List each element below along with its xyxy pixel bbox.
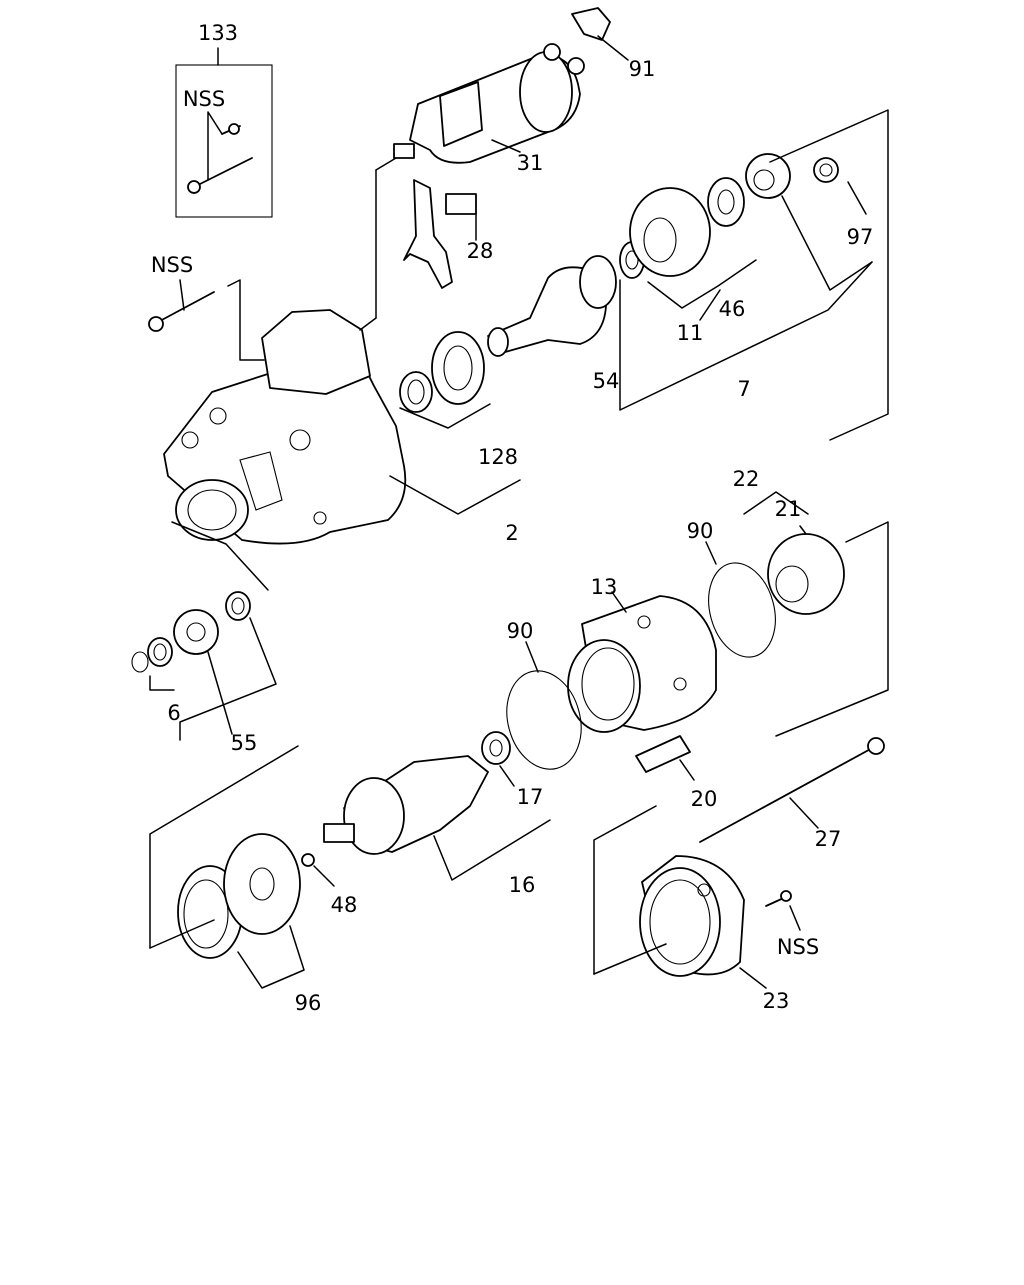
terminal-bolt-icon <box>635 735 691 773</box>
callout-54: 54 <box>593 369 620 393</box>
clutch-housing <box>629 177 745 277</box>
callout-96: 96 <box>295 991 322 1015</box>
callout-22: 22 <box>733 467 760 491</box>
o-ring-front <box>708 562 776 658</box>
callout-55: 55 <box>231 731 258 755</box>
pinion-bushing-icon <box>225 591 251 621</box>
end-frame <box>639 855 745 977</box>
callout-128: 128 <box>478 445 518 469</box>
callout-133: 133 <box>198 21 238 45</box>
callout-nss-bolt-set: NSS <box>183 87 225 111</box>
shift-lever <box>403 179 477 289</box>
rear-plate <box>223 833 301 935</box>
callout-6: 6 <box>167 701 180 725</box>
end-frame-screw-icon <box>765 890 792 907</box>
callout-21: 21 <box>775 497 802 521</box>
callout-97: 97 <box>847 225 874 249</box>
callout-23: 23 <box>763 989 790 1013</box>
callout-16: 16 <box>509 873 536 897</box>
solenoid <box>393 43 585 164</box>
callout-2: 2 <box>505 521 518 545</box>
stop-collar-icon <box>147 637 173 667</box>
callout-27: 27 <box>815 827 842 851</box>
field-yoke <box>567 595 717 733</box>
callout-91: 91 <box>629 57 656 81</box>
callout-48: 48 <box>331 893 358 917</box>
callout-13: 13 <box>591 575 618 599</box>
clutch-plate <box>745 153 791 199</box>
armature <box>323 755 489 855</box>
through-bolt-icon <box>699 737 885 843</box>
callout-nss-end-frame-screw: NSS <box>777 935 819 959</box>
short-bolt-icon <box>221 123 241 135</box>
callout-90-front: 90 <box>687 519 714 543</box>
bolt-set-box <box>175 64 273 218</box>
o-ring-rear <box>506 670 582 770</box>
housing-bearing-set <box>399 331 485 413</box>
callout-28: 28 <box>467 239 494 263</box>
pinion-gear-icon <box>813 157 839 183</box>
callout-nss-housing-bolt: NSS <box>151 253 193 277</box>
armature-bearing <box>481 731 511 765</box>
callout-20: 20 <box>691 787 718 811</box>
callout-11: 11 <box>677 321 704 345</box>
callout-17: 17 <box>517 785 544 809</box>
drive-pinion-icon <box>173 609 219 655</box>
housing-bolt-icon <box>148 291 215 332</box>
brush-holder <box>767 533 845 615</box>
terminal-cap <box>571 7 629 61</box>
ball-48 <box>301 853 315 867</box>
callout-90-rear: 90 <box>507 619 534 643</box>
callout-7: 7 <box>737 377 750 401</box>
drive-housing <box>163 169 407 545</box>
callout-31: 31 <box>517 151 544 175</box>
long-bolt-icon <box>187 157 253 194</box>
callout-46: 46 <box>719 297 746 321</box>
snap-ring-icon <box>131 651 149 673</box>
clutch-shaft <box>487 255 617 357</box>
